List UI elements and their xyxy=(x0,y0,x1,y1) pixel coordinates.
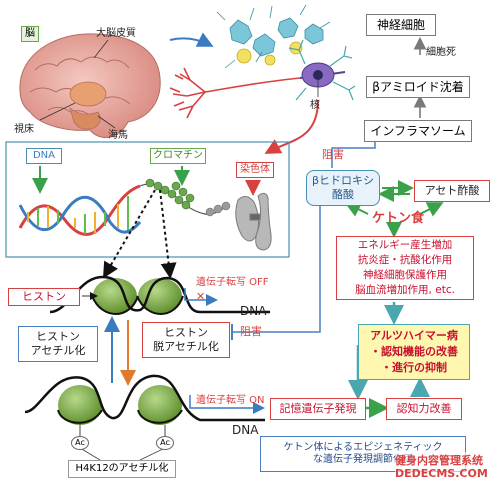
h4k12-label: H4K12のアセチル化 xyxy=(68,460,176,478)
ac-marker-right: Ac xyxy=(156,436,174,450)
cognition-box: 認知力改善 xyxy=(386,398,462,420)
thalamus-label: 視床 xyxy=(14,124,34,135)
nucleus-label: 核 xyxy=(310,100,320,111)
svg-text:✕: ✕ xyxy=(196,290,205,303)
dna-top-label: DNA xyxy=(240,304,267,318)
effects-box: エネルギー産生増加 抗炎症・抗酸化作用 神経細胞保護作用 脳血流増加作用, et… xyxy=(336,236,474,300)
brain-tag: 脳 xyxy=(21,26,39,42)
hippocampus-label: 海馬 xyxy=(108,130,128,141)
chromatin-label: クロマチン xyxy=(150,148,206,164)
watermark-url: DEDECMS.COM xyxy=(395,467,488,480)
inhibit-inflammasome: 阻害 xyxy=(322,148,344,161)
bhb-box: βヒドロキシ 酪酸 xyxy=(306,170,380,206)
chromosome-label: 染色体 xyxy=(236,162,274,178)
chromosome xyxy=(235,192,272,251)
dna-label: DNA xyxy=(26,148,62,164)
transcription-off: 遺伝子転写 OFF xyxy=(196,277,269,288)
memory-gene-box: 記憶遺伝子発現 xyxy=(270,398,366,420)
amyloid-box: βアミロイド沈着 xyxy=(366,76,470,98)
nucleosome-top xyxy=(49,275,270,315)
brain-illustration xyxy=(19,33,161,138)
deacetylation-box: ヒストン 脱アセチル化 xyxy=(142,322,230,358)
nucleosome-bottom xyxy=(24,374,265,461)
neuron-illustration xyxy=(169,4,356,119)
acetoacetate-box: アセト酢酸 xyxy=(414,180,490,202)
inhibit-deacetylation: 阻害 xyxy=(240,325,262,338)
chromatin-strand xyxy=(139,178,231,217)
dna-bottom-label: DNA xyxy=(232,423,259,437)
watermark-text: 健身内容管理系统 xyxy=(395,452,483,468)
dna-helix xyxy=(18,184,142,236)
transcription-on: 遺伝子転写 ON xyxy=(196,395,265,406)
ketone-diet-label: ケトン食 xyxy=(372,211,425,226)
neuron-box: 神経細胞 xyxy=(366,14,436,36)
cell-death-label: 細胞死 xyxy=(426,47,456,58)
histone-label: ヒストン xyxy=(8,288,80,306)
alzheimer-box: アルツハイマー病 ・認知機能の改善 ・進行の抑制 xyxy=(358,324,470,380)
ac-marker-left: Ac xyxy=(71,436,89,450)
inflammasome-box: インフラマソーム xyxy=(364,120,472,142)
acetylation-box: ヒストン アセチル化 xyxy=(18,326,98,362)
cortex-label: 大脳皮質 xyxy=(96,28,136,39)
